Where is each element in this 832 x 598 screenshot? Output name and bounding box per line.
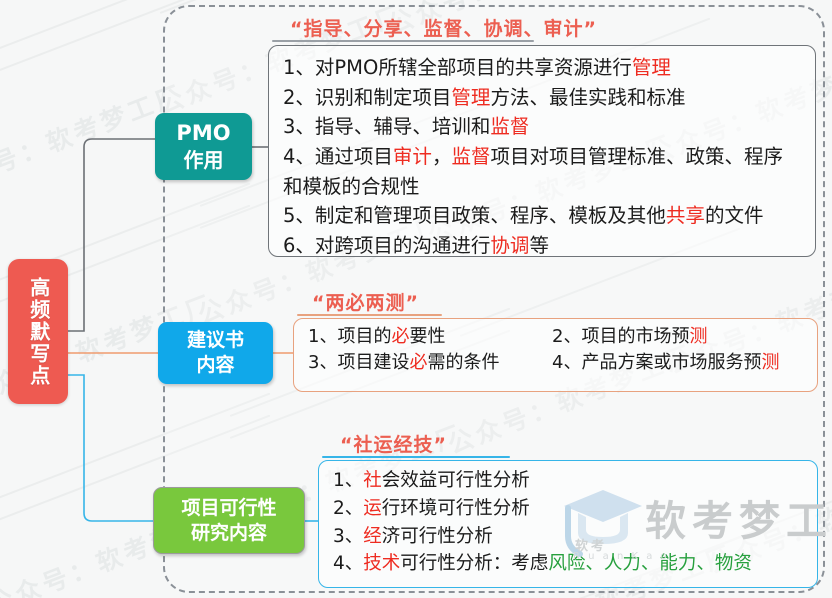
branch-node-pmo-line1: PMO: [176, 120, 231, 145]
panel-title-rule-proposal: [297, 314, 442, 316]
branch-node-feasibility-line2: 研究内容: [190, 521, 267, 544]
panel-proposal: 1、项目的必要性 2、项目的市场预测 3、项目建设必需的条件 4、产品方案或市场服务预…: [293, 318, 818, 392]
branch-node-pmo-line2: 作用: [183, 148, 224, 173]
panel-pmo: 1、对PMO所辖全部项目的共享资源进行管理 2、识别和制定项目管理方法、最佳实践和…: [268, 45, 816, 257]
highlighted-text: 协调: [490, 233, 530, 257]
branch-node-proposal-line2: 内容: [196, 354, 235, 376]
panel-title-rule-feasibility: [322, 456, 510, 458]
table-cell: 1、项目的必要性: [308, 326, 446, 347]
branch-node-proposal-line1: 建议书: [186, 329, 244, 352]
branch-node-feasibility[interactable]: 项目可行性 研究内容: [153, 487, 305, 554]
highlighted-text: 管理: [451, 85, 491, 109]
panel-title-rule-pmo: [272, 40, 534, 42]
highlighted-text: 必: [409, 352, 428, 374]
panel-feasibility: 1、社会效益可行性分析 2、运行环境可行性分析 3、经济可行性分析 4、技术可行性分析…: [318, 460, 818, 588]
list-item: 1、社会效益可行性分析: [333, 470, 530, 491]
highlighted-text: 测: [761, 352, 780, 374]
branch-node-proposal[interactable]: 建议书 内容: [158, 322, 273, 384]
panel-title-proposal: “两必两测”: [312, 292, 419, 314]
panel-proposal-rows: 1、项目的必要性 2、项目的市场预测 3、项目建设必需的条件 4、产品方案或市场服务预…: [294, 319, 817, 377]
panel-title-feasibility: “社运经技”: [340, 434, 447, 456]
highlighted-text: 运: [363, 497, 382, 519]
list-item: 和模板的合规性: [283, 174, 420, 198]
highlighted-text: 风险、人力、能力、物资: [548, 553, 752, 575]
highlighted-text: 共享: [665, 204, 705, 228]
list-item: 4、技术可行性分析：考虑风险、人力、能力、物资: [333, 553, 752, 575]
panel-pmo-items: 1、对PMO所辖全部项目的共享资源进行管理 2、识别和制定项目管理方法、最佳实践和…: [269, 46, 815, 260]
table-cell: 4、产品方案或市场服务预测: [552, 352, 780, 374]
table-cell: 3、项目建设必需的条件: [308, 352, 500, 374]
list-item: 4、通过项目审计，监督项目对项目管理标准、政策、程序: [283, 144, 783, 168]
root-node-label: 高频默写点: [26, 276, 51, 387]
highlighted-text: 经: [363, 525, 382, 547]
root-node[interactable]: 高频默写点: [8, 259, 68, 404]
highlighted-text: 技术: [363, 553, 401, 575]
highlighted-text: 测: [689, 326, 708, 347]
highlighted-text: 审计: [392, 144, 432, 168]
table-cell: 2、项目的市场预测: [552, 326, 708, 347]
highlighted-text: 管理: [631, 56, 671, 79]
highlighted-text: 监督: [490, 115, 530, 139]
table-row: 3、项目建设必需的条件 4、产品方案或市场服务预测: [308, 350, 803, 376]
list-item: 2、识别和制定项目管理方法、最佳实践和标准: [283, 85, 686, 109]
table-row: 1、项目的必要性 2、项目的市场预测: [308, 324, 803, 350]
list-item: 3、指导、辅导、培训和监督: [283, 115, 530, 139]
list-item: 6、对跨项目的沟通进行协调等: [283, 233, 549, 257]
highlighted-text: 社: [363, 470, 382, 491]
highlighted-text: 监督: [451, 144, 491, 168]
list-item: 1、对PMO所辖全部项目的共享资源进行管理: [283, 56, 671, 79]
panel-title-pmo: “指导、分享、监督、协调、审计”: [290, 18, 597, 40]
panel-feasibility-items: 1、社会效益可行性分析 2、运行环境可行性分析 3、经济可行性分析 4、技术可行性分析…: [319, 461, 817, 578]
list-item: 2、运行环境可行性分析: [333, 497, 530, 519]
highlighted-text: 必: [391, 326, 410, 347]
branch-node-feasibility-line1: 项目可行性: [181, 496, 277, 519]
branch-node-pmo[interactable]: PMO 作用: [155, 113, 252, 180]
list-item: 3、经济可行性分析: [333, 525, 493, 547]
list-item: 5、制定和管理项目政策、程序、模板及其他共享的文件: [283, 204, 764, 228]
